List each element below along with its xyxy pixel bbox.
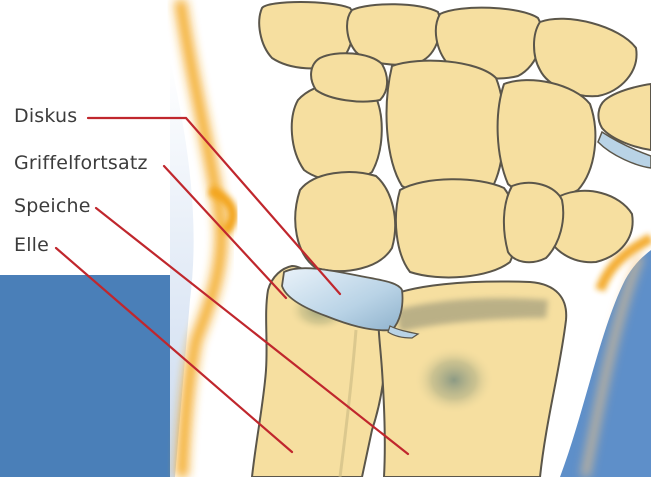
label-speiche: Speiche — [14, 195, 91, 217]
label-elle: Elle — [14, 234, 49, 256]
hamate — [498, 80, 596, 197]
background-blue-left — [0, 275, 170, 477]
label-griffelfortsatz: Griffelfortsatz — [14, 152, 148, 174]
label-diskus: Diskus — [14, 105, 77, 127]
capitate — [387, 61, 505, 197]
radius-shadow — [414, 346, 494, 414]
radius-bone — [378, 282, 566, 477]
lunate — [396, 179, 516, 277]
scaphoid — [295, 172, 395, 271]
trapezoid — [311, 53, 387, 101]
carpal-bones — [259, 2, 651, 277]
